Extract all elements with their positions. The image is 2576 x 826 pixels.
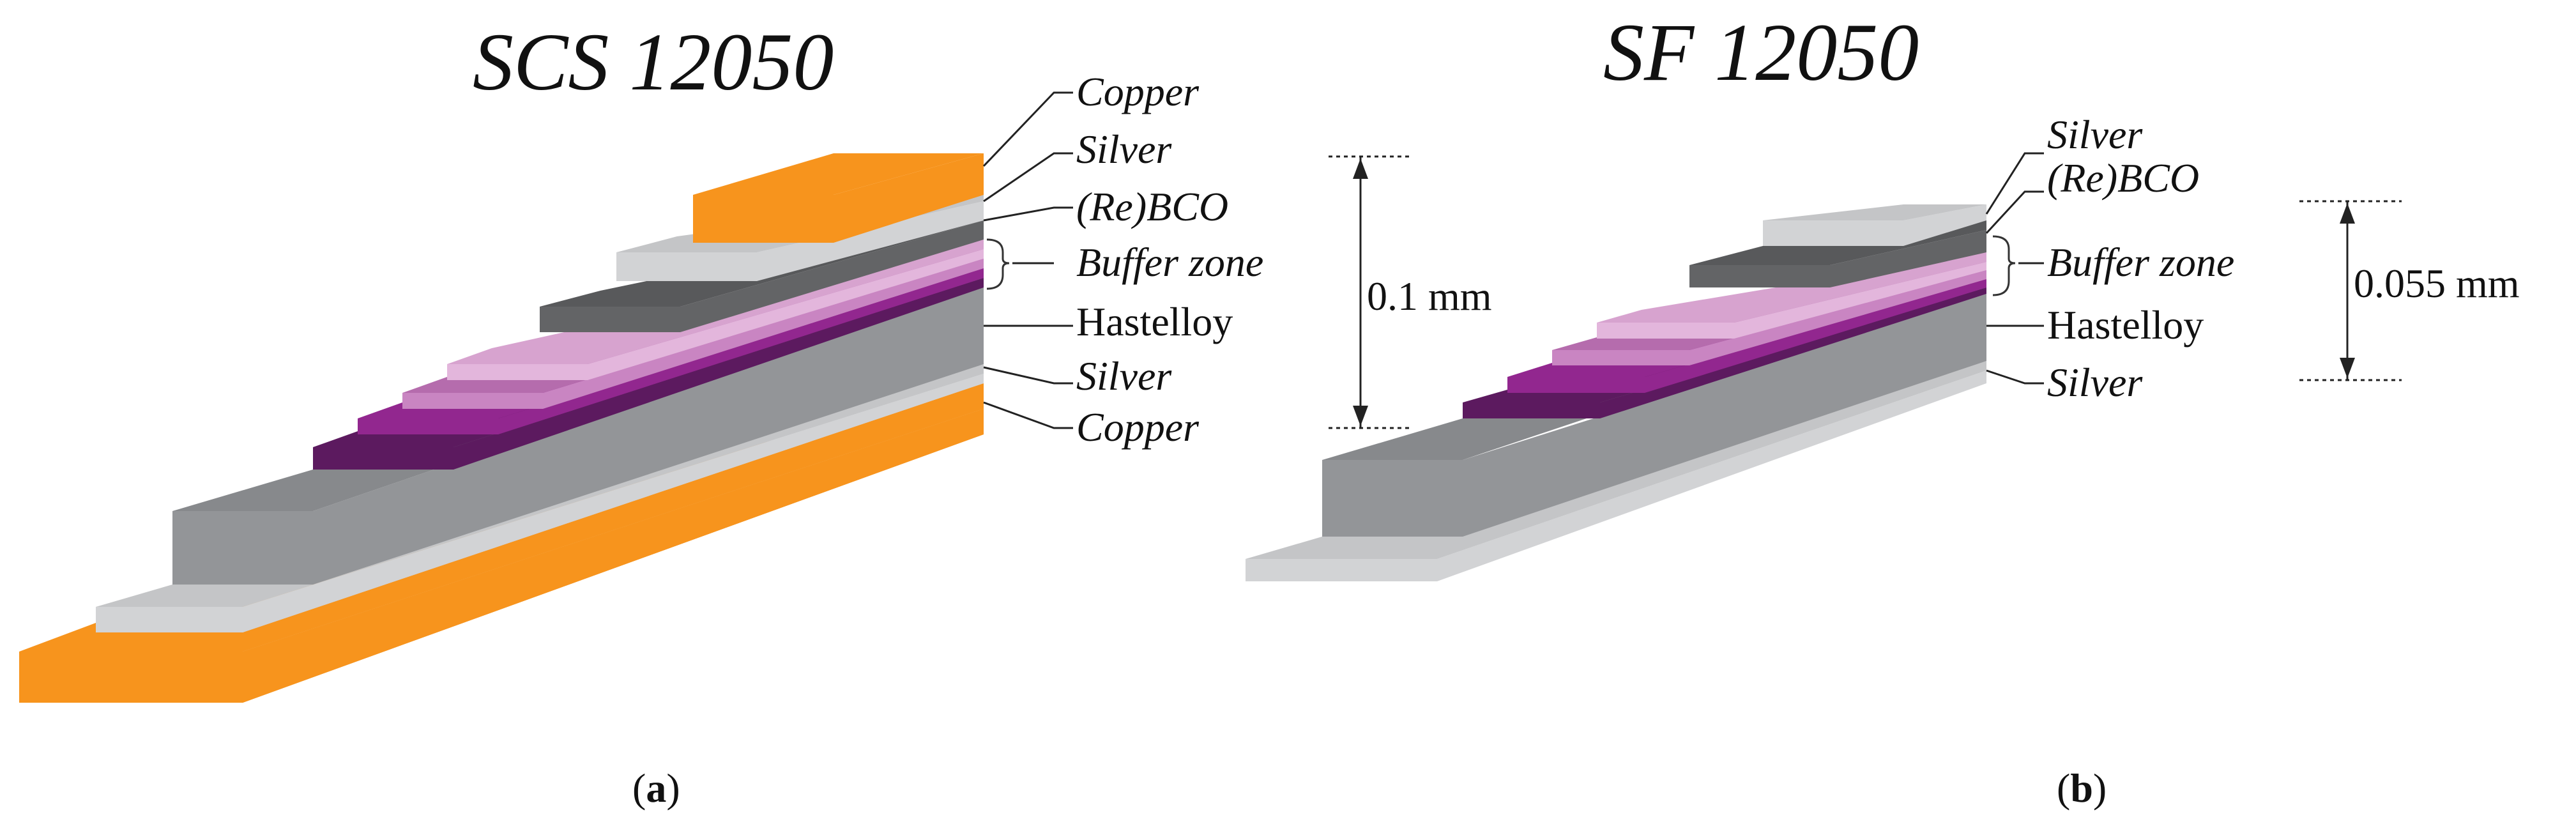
- label-silver-bottom-a: Silver: [1076, 353, 1172, 399]
- label-buffer-b: Buffer zone: [2047, 240, 2234, 285]
- caption-letter-b: b: [2070, 765, 2093, 811]
- label-rebco-b: (Re)BCO: [2047, 155, 2199, 201]
- layer-buffer-zone-b: [1463, 252, 1986, 418]
- label-silver-bottom-b: Silver: [2047, 360, 2143, 405]
- panel-a-title: SCS 12050: [473, 17, 834, 107]
- label-hastelloy-a: Hastelloy: [1076, 299, 1233, 344]
- label-copper-top-a: Copper: [1076, 69, 1200, 114]
- layer-copper-top: [693, 153, 984, 243]
- thickness-dimension-a: [1329, 155, 1412, 429]
- label-rebco-a: (Re)BCO: [1076, 184, 1228, 229]
- panel-b-title: SF 12050: [1603, 7, 1919, 98]
- caption-a: (a): [632, 765, 680, 811]
- thickness-label-b: 0.055 mm: [2354, 261, 2520, 306]
- label-silver-top-b: Silver: [2047, 112, 2143, 157]
- caption-letter-a: a: [646, 765, 666, 811]
- buffer-brace-b: [1992, 235, 2016, 296]
- panel-b-leaders: [1985, 152, 2044, 385]
- label-silver-top-a: Silver: [1076, 126, 1172, 172]
- panel-b: SF 12050 Silver (Re)BCO Buffer zone Hast…: [1246, 7, 2520, 811]
- label-copper-bottom-a: Copper: [1076, 404, 1200, 450]
- panel-a-leaders: [982, 91, 1073, 429]
- thickness-dimension-b: [2299, 200, 2402, 381]
- thickness-label-a: 0.1 mm: [1367, 273, 1492, 319]
- buffer-brace-a: [986, 238, 1010, 290]
- label-hastelloy-b: Hastelloy: [2047, 302, 2204, 348]
- panel-a: SCS 12050 Copper Silver (Re)BCO Buffer z…: [19, 17, 1492, 811]
- caption-b: (b): [2057, 765, 2107, 811]
- label-buffer-a: Buffer zone: [1076, 240, 1263, 285]
- layer-silver-top-b: [1763, 204, 1986, 246]
